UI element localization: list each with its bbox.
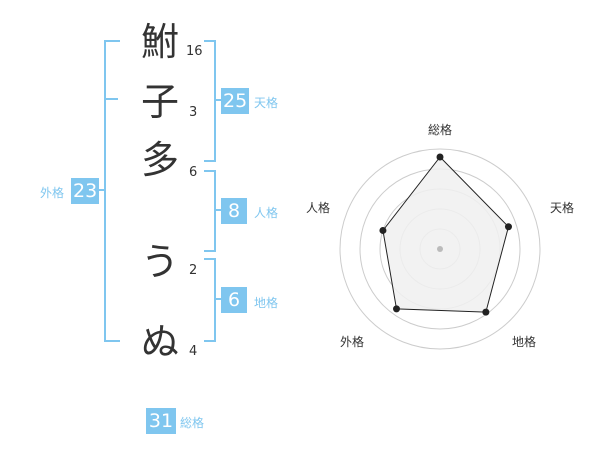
gaikaku-value: 23 bbox=[71, 178, 99, 204]
jinkaku-label: 人格 bbox=[254, 206, 279, 220]
stroke-count-5: 4 bbox=[189, 344, 198, 359]
radar-center-dot bbox=[437, 246, 443, 252]
radar-axis-label-soukaku: 総格 bbox=[428, 122, 452, 137]
stroke-count-1: 16 bbox=[186, 44, 203, 59]
radar-point-4 bbox=[393, 305, 401, 313]
radar-point-5 bbox=[379, 226, 387, 234]
stroke-count-2: 3 bbox=[189, 105, 198, 120]
gaikaku-bracket-inner-1 bbox=[104, 98, 118, 100]
radar-axis-label-chikaku: 地格 bbox=[512, 334, 536, 349]
name-char-1: 鮒 bbox=[140, 20, 179, 64]
gaikaku-label: 外格 bbox=[40, 186, 65, 200]
chikaku-bracket bbox=[204, 258, 216, 342]
tenkaku-label: 天格 bbox=[254, 96, 279, 110]
gaikaku-connector bbox=[98, 189, 104, 191]
name-char-2: 子 bbox=[140, 80, 179, 124]
stroke-count-4: 2 bbox=[189, 263, 198, 278]
tenkaku-connector bbox=[215, 99, 223, 101]
soukaku-label: 総格 bbox=[180, 416, 205, 430]
stroke-count-3: 6 bbox=[189, 165, 198, 180]
name-char-5: ぬ bbox=[140, 320, 179, 364]
radar-axis-label-gaikaku: 外格 bbox=[340, 334, 364, 349]
tenkaku-value: 25 bbox=[221, 88, 249, 114]
radar-point-3 bbox=[482, 308, 490, 316]
name-char-3: 多 bbox=[140, 138, 179, 182]
chikaku-connector bbox=[215, 298, 223, 300]
chikaku-label: 地格 bbox=[254, 296, 279, 310]
chikaku-value: 6 bbox=[221, 287, 247, 313]
jinkaku-connector bbox=[215, 209, 223, 211]
radar-point-2 bbox=[504, 223, 512, 231]
gaikaku-bracket bbox=[104, 40, 120, 342]
jinkaku-value: 8 bbox=[221, 198, 247, 224]
name-char-4: う bbox=[140, 240, 179, 284]
jinkaku-bracket bbox=[204, 170, 216, 252]
radar-point-1 bbox=[436, 153, 444, 161]
radar-axis-label-jinkaku: 人格 bbox=[306, 200, 330, 215]
soukaku-value: 31 bbox=[146, 408, 176, 434]
radar-points bbox=[379, 153, 512, 316]
radar-axis-label-tenkaku: 天格 bbox=[550, 200, 574, 215]
radar-series-polygon bbox=[382, 156, 510, 313]
tenkaku-bracket bbox=[204, 40, 216, 162]
radar-chart: 総格 天格 地格 外格 人格 bbox=[306, 122, 574, 350]
